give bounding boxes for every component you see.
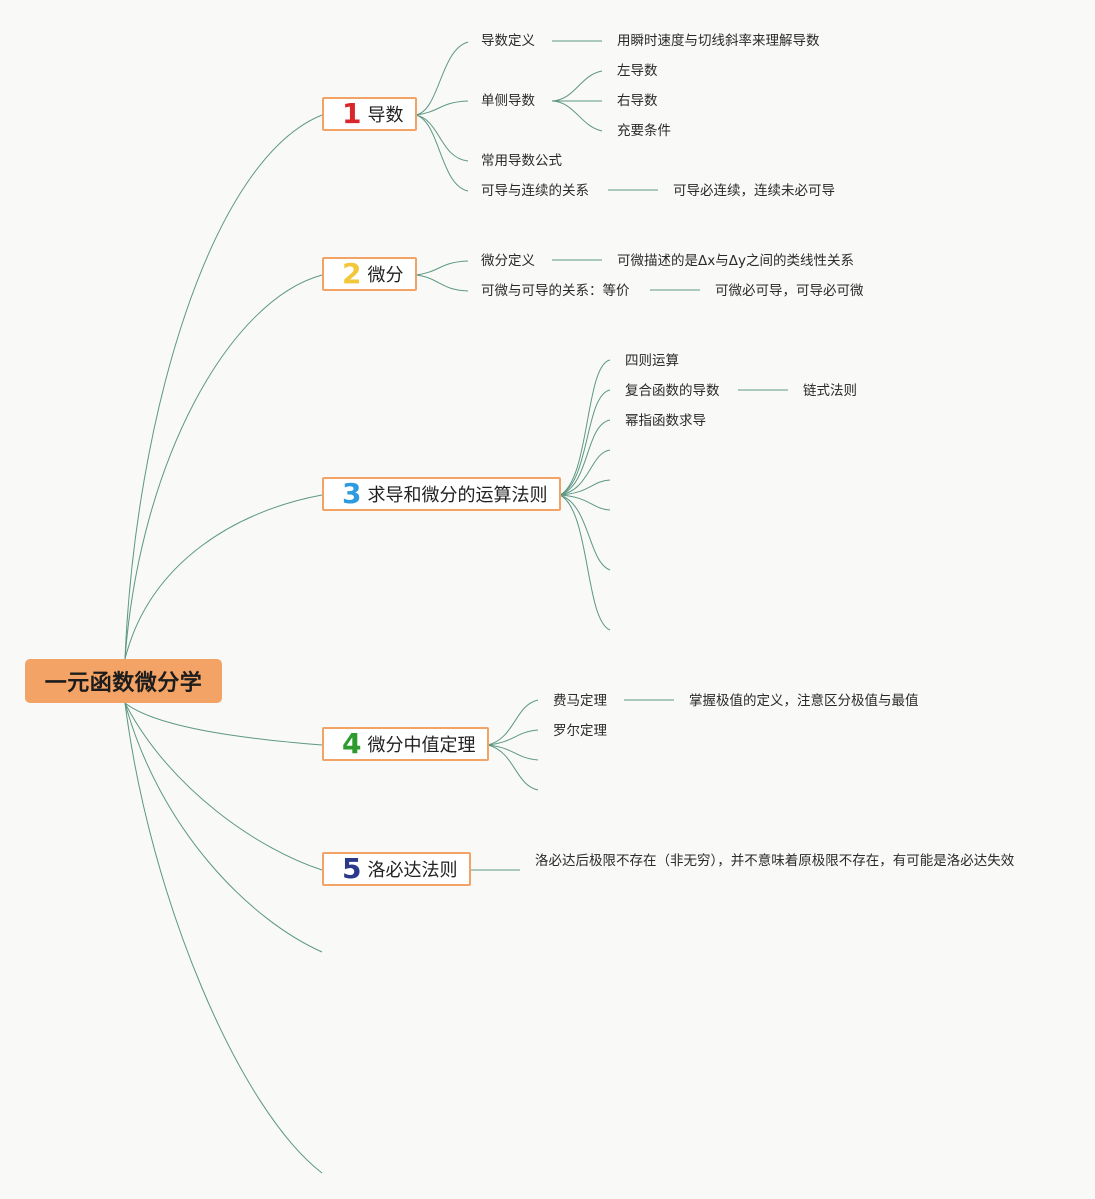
topic-derivative[interactable]: 1 导数 bbox=[322, 97, 417, 131]
leaf-left-derivative[interactable]: 左导数 bbox=[617, 63, 658, 79]
leaf-right-derivative[interactable]: 右导数 bbox=[617, 93, 658, 109]
leaf-derivative-definition-note[interactable]: 用瞬时速度与切线斜率来理解导数 bbox=[617, 33, 820, 49]
topic-rules[interactable]: 3 求导和微分的运算法则 bbox=[322, 477, 561, 511]
topic-number: 5 bbox=[342, 852, 362, 885]
topic-label: 微分 bbox=[367, 265, 404, 286]
leaf-differentiable-relation-note[interactable]: 可微必可导，可导必可微 bbox=[715, 283, 864, 299]
topic-differential[interactable]: 2 微分 bbox=[322, 257, 417, 291]
topic-number: 3 bbox=[342, 477, 362, 510]
leaf-differential-definition-note[interactable]: 可微描述的是Δx与Δy之间的类线性关系 bbox=[617, 253, 854, 269]
leaf-arithmetic-rules[interactable]: 四则运算 bbox=[625, 353, 679, 369]
topic-mean-value[interactable]: 4 微分中值定理 bbox=[322, 727, 489, 761]
leaf-lhopital-note[interactable]: 洛必达后极限不存在（非无穷），并不意味着原极限不存在，有可能是洛必达失效 bbox=[535, 853, 1015, 869]
leaf-power-exponential[interactable]: 幂指函数求导 bbox=[625, 413, 706, 429]
leaf-composite-derivative[interactable]: 复合函数的导数 bbox=[625, 383, 720, 399]
leaf-derivative-continuity-note[interactable]: 可导必连续，连续未必可导 bbox=[673, 183, 835, 199]
leaf-differential-definition[interactable]: 微分定义 bbox=[481, 253, 535, 269]
leaf-one-sided-derivative[interactable]: 单侧导数 bbox=[481, 93, 535, 109]
topic-number: 2 bbox=[342, 257, 362, 290]
leaf-chain-rule[interactable]: 链式法则 bbox=[803, 383, 857, 399]
leaf-derivative-continuity[interactable]: 可导与连续的关系 bbox=[481, 183, 589, 199]
leaf-differentiable-relation[interactable]: 可微与可导的关系：等价 bbox=[481, 283, 630, 299]
topic-label: 微分中值定理 bbox=[367, 735, 476, 756]
root-topic[interactable]: 一元函数微分学 bbox=[25, 659, 222, 703]
topic-lhopital[interactable]: 5 洛必达法则 bbox=[322, 852, 471, 886]
leaf-common-formulas[interactable]: 常用导数公式 bbox=[481, 153, 562, 169]
leaf-rolle-theorem[interactable]: 罗尔定理 bbox=[553, 723, 607, 739]
leaf-fermat-theorem[interactable]: 费马定理 bbox=[553, 693, 607, 709]
leaf-necessary-sufficient[interactable]: 充要条件 bbox=[617, 123, 671, 139]
topic-label: 导数 bbox=[367, 105, 404, 126]
topic-number: 1 bbox=[342, 97, 362, 130]
topic-number: 4 bbox=[342, 727, 362, 760]
topic-label: 求导和微分的运算法则 bbox=[367, 485, 548, 506]
leaf-fermat-note[interactable]: 掌握极值的定义，注意区分极值与最值 bbox=[689, 693, 919, 709]
leaf-derivative-definition[interactable]: 导数定义 bbox=[481, 33, 535, 49]
topic-label: 洛必达法则 bbox=[367, 860, 458, 881]
